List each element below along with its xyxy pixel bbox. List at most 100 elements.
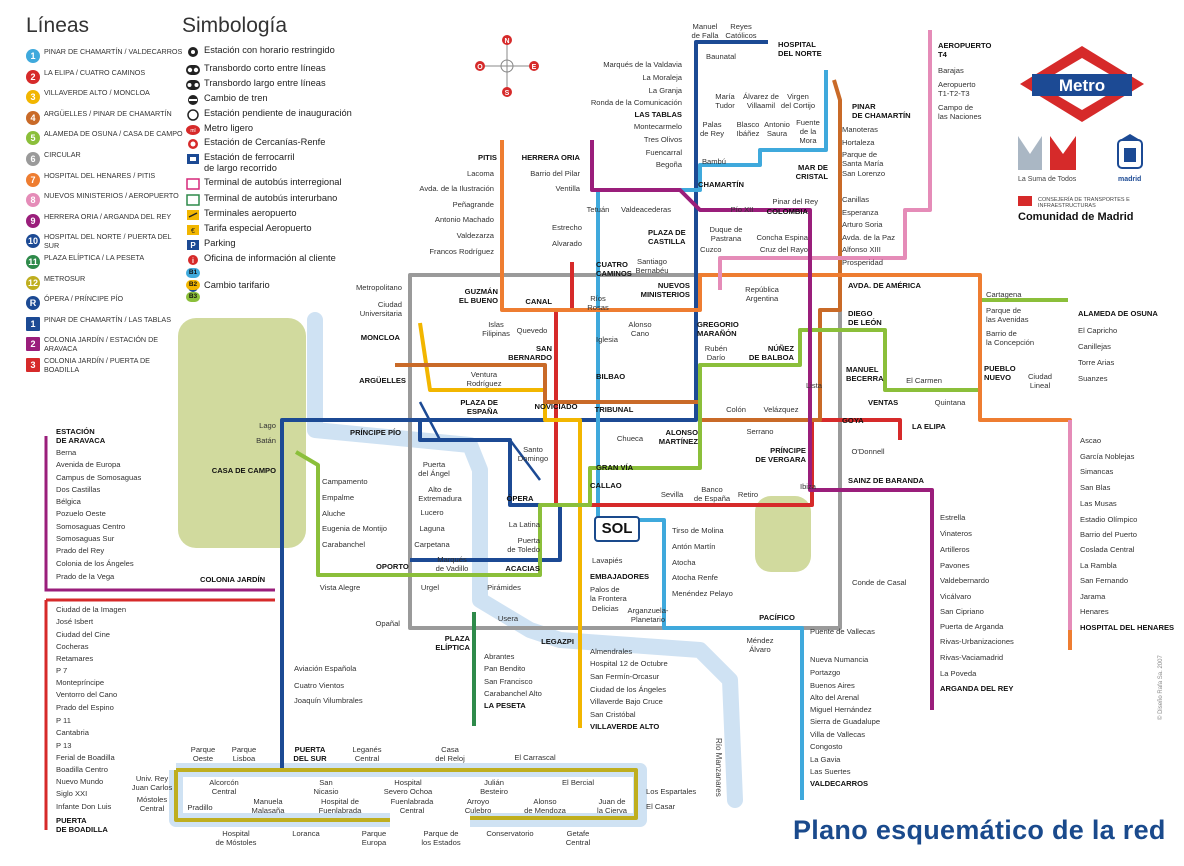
- station-label[interactable]: Lavapiés: [592, 556, 623, 565]
- station-label[interactable]: VALDECARROS: [810, 779, 869, 788]
- station-label[interactable]: PITIS: [478, 153, 497, 162]
- station-label[interactable]: HOSPITAL DEL HENARES: [1080, 623, 1175, 632]
- station-label[interactable]: PRÍNCIPE DE VERGARA: [755, 446, 806, 464]
- station-label[interactable]: Cruz del Rayo: [759, 245, 808, 254]
- station-label[interactable]: Palos de la Frontera: [590, 585, 627, 603]
- station-label[interactable]: COLONIA JARDÍN: [200, 575, 266, 584]
- station-label[interactable]: Simancas: [1080, 467, 1114, 476]
- station-label[interactable]: San Fernando: [1080, 576, 1129, 585]
- station-label[interactable]: PRÍNCIPE PÍO: [350, 428, 402, 437]
- station-label[interactable]: San Cristóbal: [590, 710, 636, 719]
- station-label[interactable]: CHAMARTÍN: [698, 180, 744, 189]
- station-label[interactable]: Rubén Darío: [704, 344, 728, 362]
- station-label[interactable]: Cocheras: [56, 642, 89, 651]
- station-label[interactable]: AEROPUERTO T4: [938, 41, 992, 59]
- station-label[interactable]: Congosto: [810, 742, 843, 751]
- station-label[interactable]: Lucero: [420, 508, 444, 517]
- station-label[interactable]: Ascao: [1080, 436, 1102, 445]
- station-label[interactable]: CASA DE CAMPO: [211, 466, 276, 475]
- station-label[interactable]: Somosaguas Sur: [56, 534, 115, 543]
- station-label[interactable]: El Bercial: [561, 778, 595, 787]
- station-label[interactable]: Ríos Rosas: [587, 294, 609, 312]
- station-label[interactable]: Ciudad del Cine: [56, 630, 111, 639]
- station-label[interactable]: Hospital de Fuenlabrada: [318, 797, 362, 815]
- station-label[interactable]: Hortaleza: [842, 138, 875, 147]
- station-label[interactable]: Prado del Rey: [56, 546, 105, 555]
- station-label[interactable]: Cantabria: [56, 728, 89, 737]
- station-label[interactable]: Pavones: [940, 561, 970, 570]
- station-label[interactable]: Iglesia: [596, 335, 618, 344]
- station-label[interactable]: José Isbert: [56, 617, 94, 626]
- station-label[interactable]: El Casar: [646, 802, 676, 811]
- station-label[interactable]: Pan Bendito: [484, 664, 526, 673]
- station-label[interactable]: NOVICIADO: [534, 402, 578, 411]
- station-label[interactable]: Hospital de Móstoles: [215, 829, 257, 847]
- station-label[interactable]: Valdezarza: [456, 231, 494, 240]
- station-label[interactable]: Juan de la Cierva: [597, 797, 627, 815]
- station-label[interactable]: PLAZA DE CASTILLA: [648, 228, 686, 246]
- station-label[interactable]: CUATRO CAMINOS: [596, 260, 632, 278]
- station-label[interactable]: Reyes Católicos: [725, 22, 757, 40]
- station-label[interactable]: Campus de Somosaguas: [56, 473, 142, 482]
- station-label[interactable]: Retiro: [737, 490, 759, 499]
- station-label[interactable]: Parque de los Estados: [421, 829, 461, 847]
- station-label[interactable]: Manuela Malasaña: [251, 797, 285, 815]
- station-label[interactable]: Conservatorio: [486, 829, 534, 838]
- station-label[interactable]: Ventura Rodríguez: [466, 370, 502, 388]
- station-label[interactable]: Usera: [497, 614, 519, 623]
- station-label[interactable]: Blasco Ibáñez: [736, 120, 760, 138]
- station-label[interactable]: Alfonso XIII: [842, 245, 881, 254]
- station-label[interactable]: Cuatro Vientos: [294, 681, 345, 690]
- station-label[interactable]: DIEGO DE LEÓN: [848, 309, 882, 327]
- station-label[interactable]: Ibiza: [799, 482, 817, 491]
- station-label[interactable]: Barrio del Pilar: [530, 169, 580, 178]
- station-label[interactable]: Infante Don Luis: [56, 802, 112, 811]
- station-label[interactable]: Puerta de Arganda: [940, 622, 1004, 631]
- station-label[interactable]: Parque Lisboa: [231, 745, 257, 763]
- station-label[interactable]: Leganés Central: [352, 745, 382, 763]
- station-label[interactable]: GRAN VÍA: [596, 463, 634, 472]
- station-label[interactable]: Rivas-Urbanizaciones: [940, 637, 1014, 646]
- station-label[interactable]: PINAR DE CHAMARTÍN: [852, 102, 911, 120]
- station-label[interactable]: Arganzuela- Planetario: [627, 606, 669, 624]
- station-label[interactable]: Puerta del Ángel: [418, 460, 450, 478]
- station-label[interactable]: El Capricho: [1078, 326, 1118, 335]
- station-label[interactable]: Velázquez: [763, 405, 799, 414]
- station-label[interactable]: Batán: [256, 436, 276, 445]
- station-label[interactable]: ÓPERA: [506, 494, 534, 503]
- station-label[interactable]: Henares: [1080, 607, 1109, 616]
- station-label[interactable]: Carpetana: [414, 540, 450, 549]
- station-label[interactable]: Quintana: [934, 398, 966, 407]
- station-label[interactable]: NUEVOS MINISTERIOS: [640, 281, 690, 299]
- station-label[interactable]: GOYA: [842, 416, 864, 425]
- station-label[interactable]: Alto del Arenal: [810, 693, 859, 702]
- station-label[interactable]: Sevilla: [660, 490, 684, 499]
- station-label[interactable]: LAS TABLAS: [634, 110, 682, 119]
- station-label[interactable]: Francos Rodríguez: [429, 247, 494, 256]
- station-label[interactable]: La Gavia: [810, 755, 841, 764]
- station-label[interactable]: Nueva Numancia: [810, 655, 869, 664]
- station-label[interactable]: El Carmen: [906, 376, 942, 385]
- station-label[interactable]: Carabanchel Alto: [484, 689, 542, 698]
- station-label[interactable]: La Latina: [508, 520, 540, 529]
- station-label[interactable]: Hospital Severo Ochoa: [383, 778, 433, 796]
- station-label[interactable]: Arturo Soria: [842, 220, 883, 229]
- station-label[interactable]: Cartagena: [986, 290, 1022, 299]
- station-label[interactable]: Islas Filipinas: [482, 320, 510, 338]
- sol-station-box[interactable]: SOL: [594, 516, 640, 542]
- station-label[interactable]: Avenida de Europa: [56, 460, 121, 469]
- station-label[interactable]: Puente de Vallecas: [810, 627, 875, 636]
- station-label[interactable]: Lacoma: [466, 169, 494, 178]
- station-label[interactable]: Montepríncipe: [56, 678, 105, 687]
- station-label[interactable]: Aeropuerto T1-T2-T3: [938, 80, 976, 98]
- station-label[interactable]: LEGAZPI: [541, 637, 574, 646]
- station-label[interactable]: García Noblejas: [1080, 452, 1135, 461]
- station-label[interactable]: Estrella: [940, 513, 966, 522]
- station-label[interactable]: Abrantes: [484, 652, 515, 661]
- station-label[interactable]: San Nicasio: [313, 778, 339, 796]
- station-label[interactable]: TRIBUNAL: [594, 405, 634, 414]
- station-label[interactable]: Vinateros: [940, 529, 972, 538]
- station-label[interactable]: Campamento: [322, 477, 368, 486]
- station-label[interactable]: Marqués de Vadillo: [435, 555, 469, 573]
- station-label[interactable]: VILLAVERDE ALTO: [590, 722, 660, 731]
